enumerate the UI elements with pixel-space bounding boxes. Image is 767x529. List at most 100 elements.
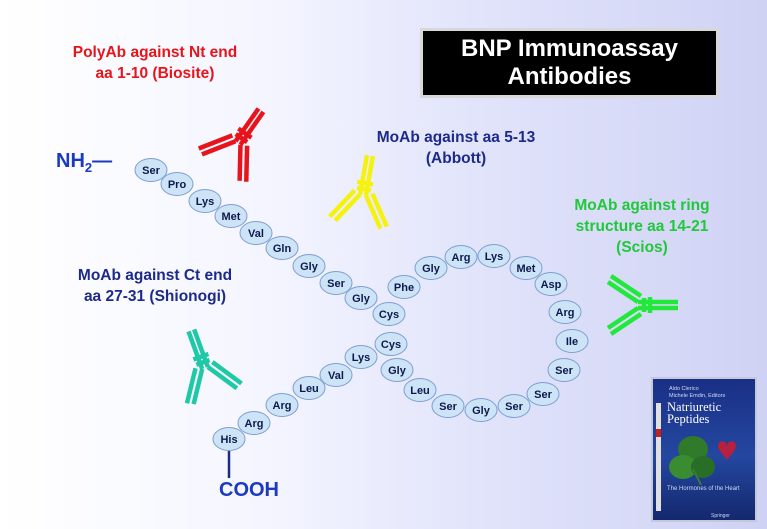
residue-label: Ser [534, 389, 552, 401]
residue-bead [212, 427, 246, 451]
residue-bead [292, 254, 326, 278]
residue-label: Arg [273, 400, 292, 412]
label-moab-scios-line-2: structure aa 14-21 [575, 218, 709, 235]
residue-bead [319, 363, 353, 387]
residue-label: Arg [245, 418, 264, 430]
residue-label: Lys [485, 251, 504, 263]
residue-bead [319, 271, 353, 295]
residue-bead [509, 256, 543, 280]
residue-label: Gly [422, 263, 441, 275]
book-editors-line-1: Aldo Clerico [669, 386, 699, 392]
residue-label: Val [248, 228, 264, 240]
residue-bead [237, 411, 271, 435]
antibody-polyab-nt [197, 107, 266, 182]
residue-13: Arg [444, 245, 478, 269]
residue-2: Pro [160, 172, 194, 196]
n-terminus-label: NH2— [56, 150, 112, 175]
antibody-moab-shionogi-chain [184, 367, 198, 404]
residue-bead [403, 378, 437, 402]
residue-label: Ser [555, 365, 573, 377]
residue-bead [431, 394, 465, 418]
residue-label: Pro [168, 179, 187, 191]
antibody-polyab-nt-chain [237, 126, 253, 140]
residue-30: Arg [265, 393, 299, 417]
antibody-moab-shionogi [184, 328, 243, 405]
residue-bead [548, 300, 582, 324]
residue-6: Gln [265, 236, 299, 260]
residue-18: Ile [555, 329, 589, 353]
residue-label: Ser [327, 278, 345, 290]
antibody-moab-scios-chain [609, 274, 643, 298]
antibody-moab-shionogi-chain [192, 351, 210, 362]
book-title-line-1: Natriuretic [667, 400, 722, 414]
antibody-moab-shionogi-chain [206, 365, 239, 391]
residue-16: Asp [534, 272, 568, 296]
residue-11: Phe [387, 275, 421, 299]
residue-bead [188, 189, 222, 213]
residue-label: Ser [505, 401, 523, 413]
antibody-polyab-nt-chain [244, 145, 250, 182]
residue-label: Gly [352, 293, 371, 305]
antibody-moab-abbott-chain [356, 179, 374, 187]
residue-label: Gly [472, 405, 491, 417]
residue-28: Val [319, 363, 353, 387]
book-spine-stripe [656, 403, 661, 511]
n-terminus-prefix: NH [56, 150, 85, 172]
residue-label: Lys [352, 352, 371, 364]
residue-label: Ile [566, 336, 578, 348]
residue-bead [214, 204, 248, 228]
residue-8: Ser [319, 271, 353, 295]
residue-17: Arg [548, 300, 582, 324]
residue-label: Met [222, 211, 241, 223]
antibody-moab-scios-chain [609, 312, 643, 336]
residue-bead [534, 272, 568, 296]
book-title-line-2: Peptides [667, 412, 710, 426]
residue-20: Ser [526, 382, 560, 406]
residue-5: Val [239, 221, 273, 245]
title-box: BNP Immunoassay Antibodies [420, 28, 719, 98]
antibody-moab-scios [606, 274, 678, 336]
label-moab-shionogi: MoAb against Ct end aa 27-31 (Shionogi) [40, 265, 270, 307]
residue-label: Leu [299, 383, 319, 395]
antibody-layer [184, 107, 678, 405]
residue-9: Gly [344, 286, 378, 310]
antibody-moab-shionogi-chain [211, 360, 243, 386]
residue-label: Met [517, 263, 536, 275]
residue-bead [497, 394, 531, 418]
residue-label: Leu [410, 385, 430, 397]
book-publisher: Springer [711, 513, 730, 519]
label-moab-scios-line-3: (Scios) [616, 239, 668, 256]
residue-25: Gly [380, 358, 414, 382]
antibody-polyab-nt-chain [197, 133, 234, 151]
residue-bead [380, 358, 414, 382]
residue-31: Arg [237, 411, 271, 435]
label-polyab-nt: PolyAb against Nt end aa 1-10 (Biosite) [30, 42, 280, 84]
residue-3: Lys [188, 189, 222, 213]
label-moab-scios: MoAb against ring structure aa 14-21 (Sc… [542, 195, 742, 258]
residue-label: Asp [541, 279, 562, 291]
c-terminus-label: COOH [219, 479, 279, 501]
title-line-2: Antibodies [507, 63, 632, 90]
residue-23: Ser [431, 394, 465, 418]
residue-24: Leu [403, 378, 437, 402]
label-polyab-nt-line-1: PolyAb against Nt end [72, 44, 238, 61]
antibody-polyab-nt-chain [237, 144, 243, 181]
title-line-1: BNP Immunoassay [461, 35, 678, 62]
residue-bead [344, 286, 378, 310]
antibody-moab-scios-chain [606, 306, 640, 330]
residue-7: Gly [292, 254, 326, 278]
antibody-moab-shionogi-chain [195, 357, 211, 367]
antibody-moab-scios-chain [606, 280, 640, 304]
book-editors: Aldo Clerico Michele Emdin, Editors [669, 386, 725, 400]
residue-4: Met [214, 204, 248, 228]
residue-bead [134, 158, 168, 182]
residue-label: His [220, 434, 237, 446]
residue-bead [387, 275, 421, 299]
book-editors-line-2: Michele Emdin, Editors [669, 393, 726, 399]
residue-label: Phe [394, 282, 414, 294]
label-polyab-nt-line-2: aa 1-10 (Biosite) [95, 65, 215, 82]
residue-1: Ser [134, 158, 168, 182]
antibody-moab-shionogi-chain [191, 368, 205, 405]
residue-26: Cys [374, 332, 408, 356]
